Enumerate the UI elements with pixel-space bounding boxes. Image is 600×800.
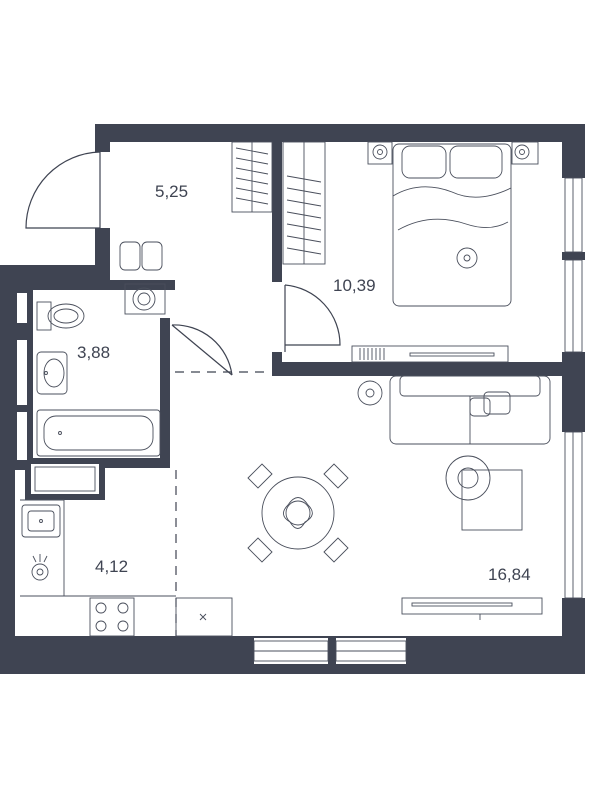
room-area-bedroom: 10,39 [333, 276, 376, 295]
kitchen-counter [20, 499, 176, 597]
armchair-icon [357, 380, 383, 406]
bed-icon [392, 143, 512, 307]
room-area-living-room: 16,84 [488, 565, 531, 584]
room-area-bathroom: 3,88 [77, 343, 110, 362]
tv-icon [401, 597, 543, 620]
window-right-lower [562, 431, 585, 599]
washing-machine-icon [124, 283, 166, 315]
sink-icon [36, 351, 68, 395]
room-area-kitchen: 4,12 [95, 557, 128, 576]
bedroom-door-swing-icon [272, 282, 341, 352]
bathtub-icon [36, 409, 161, 457]
window-right-upper [562, 177, 585, 253]
nightstand-right-icon [511, 141, 539, 165]
window-bottom-left [253, 638, 329, 664]
window-bottom-right [335, 638, 407, 664]
hallway-wardrobe-icon [231, 141, 273, 213]
hallway-pouf-icon [119, 241, 163, 271]
bedroom-wardrobe-icon [282, 141, 326, 265]
room-area-hallway: 5,25 [155, 182, 188, 201]
bedroom-tv-stand-icon [351, 345, 509, 363]
outer-walls [0, 124, 585, 674]
window-right-mid [562, 259, 585, 353]
sofa-icon [389, 375, 551, 445]
dining-table-icon [261, 476, 335, 550]
toilet-icon [36, 301, 85, 331]
coffee-table-icon [445, 455, 523, 531]
stove-icon [89, 597, 135, 637]
kitchen-tap-icon [31, 554, 49, 581]
entrance-door-swing-icon [25, 151, 110, 229]
fridge-icon [175, 597, 233, 637]
kitchen-sink-icon [21, 504, 61, 538]
dining-chairs-icon [247, 463, 349, 563]
nightstand-left-icon [367, 141, 393, 165]
bathroom-door-swing-icon [171, 324, 233, 376]
